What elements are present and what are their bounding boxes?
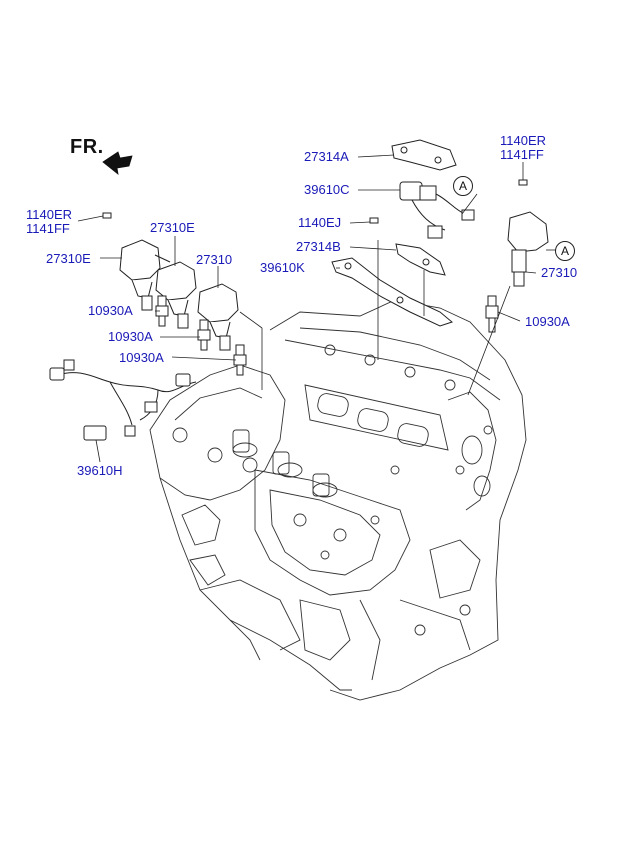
spark-plug-right [485,295,499,333]
ignition-coil-left-3 [197,283,239,351]
bolt-1140EJ [369,217,379,224]
part-label-10930A-a[interactable]: 10930A [88,303,133,318]
bracket-27314A [391,139,457,171]
part-label-39610C[interactable]: 39610C [304,182,350,197]
part-label-1140ER-right[interactable]: 1140ER [500,133,547,148]
front-direction-arrow-icon [102,151,133,175]
ignition-coil-right [507,211,549,287]
callout-a-right[interactable]: A [555,241,575,261]
part-label-1140ER-left[interactable]: 1140ER [26,207,73,222]
part-label-39610H[interactable]: 39610H [77,463,123,478]
part-label-27310-left[interactable]: 27310 [196,252,233,267]
part-label-10930A-right[interactable]: 10930A [525,314,570,329]
part-label-27314B[interactable]: 27314B [296,239,341,254]
part-label-27310-right[interactable]: 27310 [541,265,578,280]
part-label-1141FF-right[interactable]: 1141FF [500,147,544,162]
part-label-27310E-a[interactable]: 27310E [150,220,195,235]
wiring-harness-left [49,359,197,441]
part-label-27314A[interactable]: 27314A [304,149,349,164]
engine-block [149,299,527,701]
ignition-coil-left-2 [155,261,197,329]
spark-plug-left-3 [233,344,247,376]
part-label-10930A-b[interactable]: 10930A [108,329,153,344]
part-label-27310E-b[interactable]: 27310E [46,251,91,266]
leader-lines [77,154,556,463]
bolt-right [518,179,528,186]
front-direction-label: FR. [70,136,104,158]
callout-a-upper[interactable]: A [453,176,473,196]
part-label-39610K[interactable]: 39610K [260,260,305,275]
spark-plug-left-2 [197,319,211,351]
ignition-coil-left-1 [119,239,171,311]
part-label-1140EJ[interactable]: 1140EJ [298,215,342,230]
part-label-10930A-c[interactable]: 10930A [119,350,164,365]
bolt-left [102,212,112,219]
harness-bracket-39610K [331,257,454,327]
bracket-27314B [395,243,446,276]
part-label-1141FF-left[interactable]: 1141FF [26,221,70,236]
